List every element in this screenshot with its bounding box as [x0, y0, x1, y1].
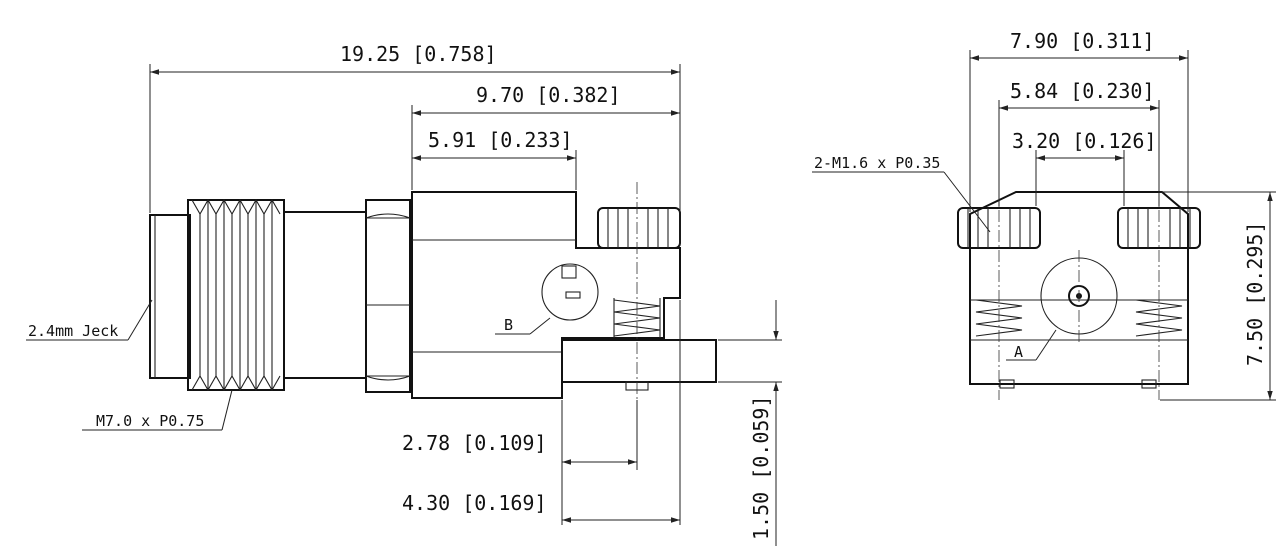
- side-view: [149, 182, 717, 470]
- dim-front-width: 7.90 [0.311]: [1010, 29, 1155, 53]
- dim-screw-spacing: 5.84 [0.230]: [1010, 79, 1155, 103]
- thread-section: [187, 198, 285, 392]
- label-detail-b: B: [504, 316, 513, 334]
- front-view: [957, 190, 1201, 400]
- side-labels: 19.25 [0.758] 9.70 [0.382] 5.91 [0.233] …: [28, 42, 773, 540]
- dim-flange-length: 5.91 [0.233]: [428, 128, 573, 152]
- side-dimensions: [26, 64, 782, 546]
- label-interface: 2.4mm Jeck: [28, 322, 118, 340]
- front-body: [969, 191, 1189, 385]
- main-body: [411, 191, 681, 399]
- front-labels: 7.90 [0.311] 5.84 [0.230] 3.20 [0.126] 7…: [814, 29, 1267, 366]
- label-thread: M7.0 x P0.75: [96, 412, 204, 430]
- dim-tab-length: 4.30 [0.169]: [402, 491, 547, 515]
- detail-b-circle: [541, 263, 599, 321]
- right-thread: [1135, 299, 1183, 337]
- right-screw-head: [1117, 207, 1201, 249]
- front-dimensions: [812, 50, 1276, 401]
- dim-tab-thickness: 1.50 [0.059]: [749, 396, 773, 541]
- dim-body-length: 9.70 [0.382]: [476, 83, 621, 107]
- label-screws: 2-M1.6 x P0.35: [814, 154, 940, 172]
- label-detail-a: A: [1014, 343, 1023, 361]
- dim-front-height: 7.50 [0.295]: [1243, 222, 1267, 367]
- dim-pin-offset: 2.78 [0.109]: [402, 431, 547, 455]
- left-thread: [975, 299, 1023, 337]
- dim-inner-width: 3.20 [0.126]: [1012, 129, 1157, 153]
- mount-tab: [561, 339, 717, 391]
- mount-screw-side: [597, 207, 681, 338]
- dim-overall-length: 19.25 [0.758]: [340, 42, 497, 66]
- connector-nose: [149, 214, 191, 379]
- left-screw-head: [957, 207, 1041, 249]
- neck: [283, 211, 367, 379]
- hex-nut: [365, 199, 411, 393]
